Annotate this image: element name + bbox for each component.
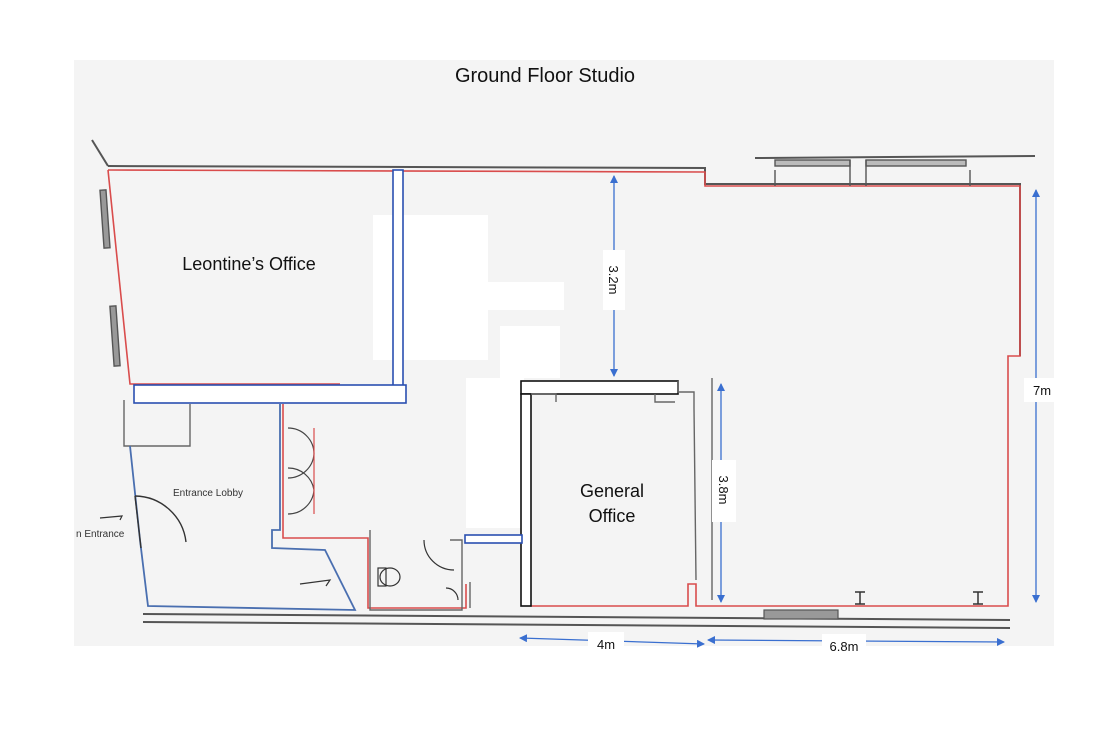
- entrance-arrows: [99, 515, 332, 587]
- plan-sheet: [74, 60, 1054, 646]
- window-bottom: [763, 609, 839, 620]
- double-door: [287, 427, 315, 515]
- dimension-general-width: 4m: [597, 637, 615, 652]
- plan-title: Ground Floor Studio: [455, 65, 635, 87]
- dimension-general-height: 3.8m: [716, 476, 731, 505]
- leontine-office-label: Leontine’s Office: [182, 254, 315, 274]
- general-office-label-line1: General: [580, 481, 644, 501]
- windows-left: [99, 189, 121, 367]
- general-office-label-line2: Office: [589, 506, 636, 526]
- dimension-total-height: 7m: [1033, 383, 1051, 398]
- leontine-partition: [133, 169, 407, 404]
- windows-top: [774, 159, 971, 186]
- entrance-label: n Entrance: [76, 529, 125, 540]
- wc: [377, 539, 459, 601]
- entrance-door: [134, 495, 187, 549]
- entrance-lobby-label: Entrance Lobby: [173, 488, 243, 499]
- wall-outline: [107, 169, 1021, 609]
- blanked-areas: [373, 215, 564, 528]
- entrance-lobby-walls: [129, 404, 357, 611]
- dimension-label-bg: [588, 250, 1064, 656]
- dimension-top-gap: 3.2m: [606, 266, 621, 295]
- radiators: [855, 591, 983, 605]
- dimension-main-width: 6.8m: [830, 639, 859, 654]
